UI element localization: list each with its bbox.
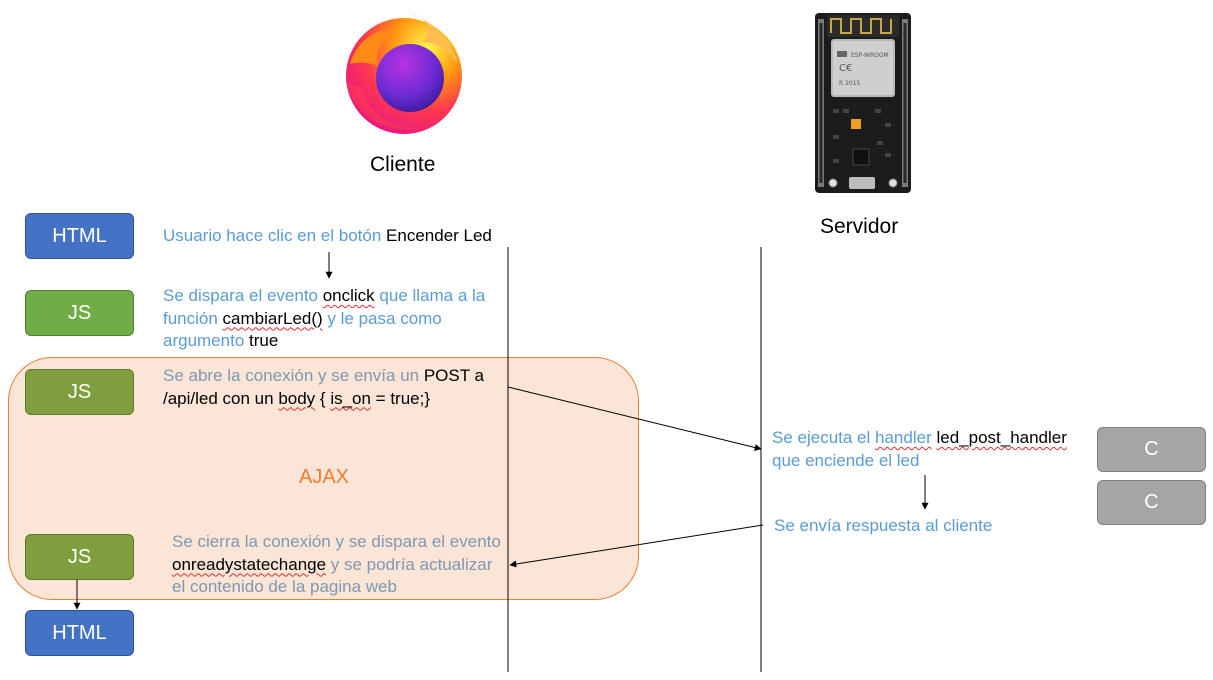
ajax-label: AJAX	[299, 466, 350, 488]
arrow-post-request	[507, 386, 762, 451]
svg-text:C€: C€	[839, 63, 852, 74]
svg-text:ESP-WROOM: ESP-WROOM	[851, 52, 889, 59]
html-box-top: HTML	[25, 213, 134, 259]
svg-text:R 2015: R 2015	[839, 80, 861, 87]
step-onclick-event: Se dispara el evento onclick que llama a…	[163, 286, 486, 350]
step-open-post: Se abre la conexión y se envía un POST a…	[163, 366, 484, 408]
client-title: Cliente	[370, 153, 436, 176]
js-box-onclick: JS	[25, 290, 134, 336]
html-box-bottom: HTML	[25, 610, 134, 656]
c-box-2: C	[1097, 480, 1206, 525]
step-close-connection: Se cierra la conexión y se dispara el ev…	[172, 532, 501, 596]
step-user-click: Usuario hace clic en el botón Encender L…	[163, 226, 492, 245]
step-handler: Se ejecuta el handler led_post_handler q…	[772, 428, 1067, 470]
esp32-board-icon: ESP-WROOM C€ R 2015	[815, 13, 911, 193]
server-title: Servidor	[820, 215, 899, 238]
js-box-readystate: JS	[25, 534, 134, 580]
c-box-1: C	[1097, 427, 1206, 472]
js-box-post: JS	[25, 369, 134, 415]
firefox-logo-icon	[346, 10, 462, 134]
step-response: Se envía respuesta al cliente	[774, 516, 993, 535]
arrow-response	[509, 524, 764, 568]
